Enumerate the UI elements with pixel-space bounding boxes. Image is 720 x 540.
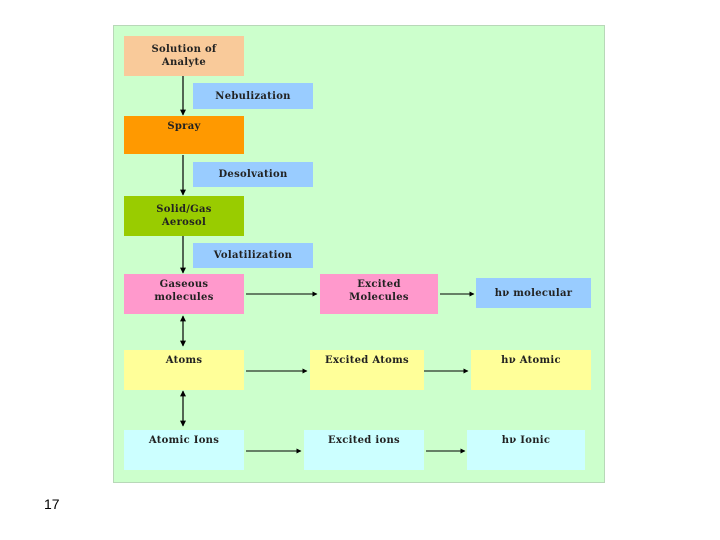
hv-molecular-label: hν molecular (494, 287, 573, 299)
desolvation-box: Desolvation (193, 162, 313, 187)
excited-atoms-box: Excited Atoms (310, 350, 424, 390)
slide-page-number: 17 (44, 496, 60, 512)
atomic-ions-label: Atomic Ions (148, 435, 220, 446)
atoms-label: Atoms (165, 355, 203, 366)
spray-label: Spray (167, 121, 201, 132)
gaseous-box-line1: Gaseous (159, 279, 209, 290)
nebulization-label: Nebulization (215, 90, 291, 102)
atomic-ions-box: Atomic Ions (124, 430, 244, 470)
volatilization-box: Volatilization (193, 243, 313, 268)
hv-atomic-box: hν Atomic (471, 350, 591, 390)
spray-box: Spray (124, 116, 244, 154)
solution-of-analyte-box: Solution of Analyte (124, 36, 244, 76)
excited-molecules-line2: Molecules (349, 292, 409, 303)
desolvation-label: Desolvation (218, 169, 288, 180)
solution-box-line1: Solution of (151, 44, 217, 55)
excited-atoms-label: Excited Atoms (325, 355, 409, 366)
solution-box-line2: Analyte (161, 57, 207, 68)
excited-ions-box: Excited ions (304, 430, 424, 470)
hv-atomic-label: hν Atomic (501, 355, 561, 366)
excited-molecules-box: Excited Molecules (320, 274, 438, 314)
hv-molecular-box: hν molecular (476, 278, 591, 308)
hv-ionic-label: hν Ionic (501, 435, 551, 446)
aerosol-box-line1: Solid/Gas (156, 204, 212, 215)
hv-ionic-box: hν Ionic (467, 430, 585, 470)
atoms-box: Atoms (124, 350, 244, 390)
gaseous-molecules-box: Gaseous molecules (124, 274, 244, 314)
excited-molecules-line1: Excited (357, 279, 401, 290)
aerosol-box-line2: Aerosol (161, 217, 207, 228)
solid-gas-aerosol-box: Solid/Gas Aerosol (124, 196, 244, 236)
excited-ions-label: Excited ions (328, 435, 400, 446)
gaseous-box-line2: molecules (154, 292, 214, 303)
nebulization-box: Nebulization (193, 83, 313, 109)
volatilization-label: Volatilization (213, 250, 293, 261)
